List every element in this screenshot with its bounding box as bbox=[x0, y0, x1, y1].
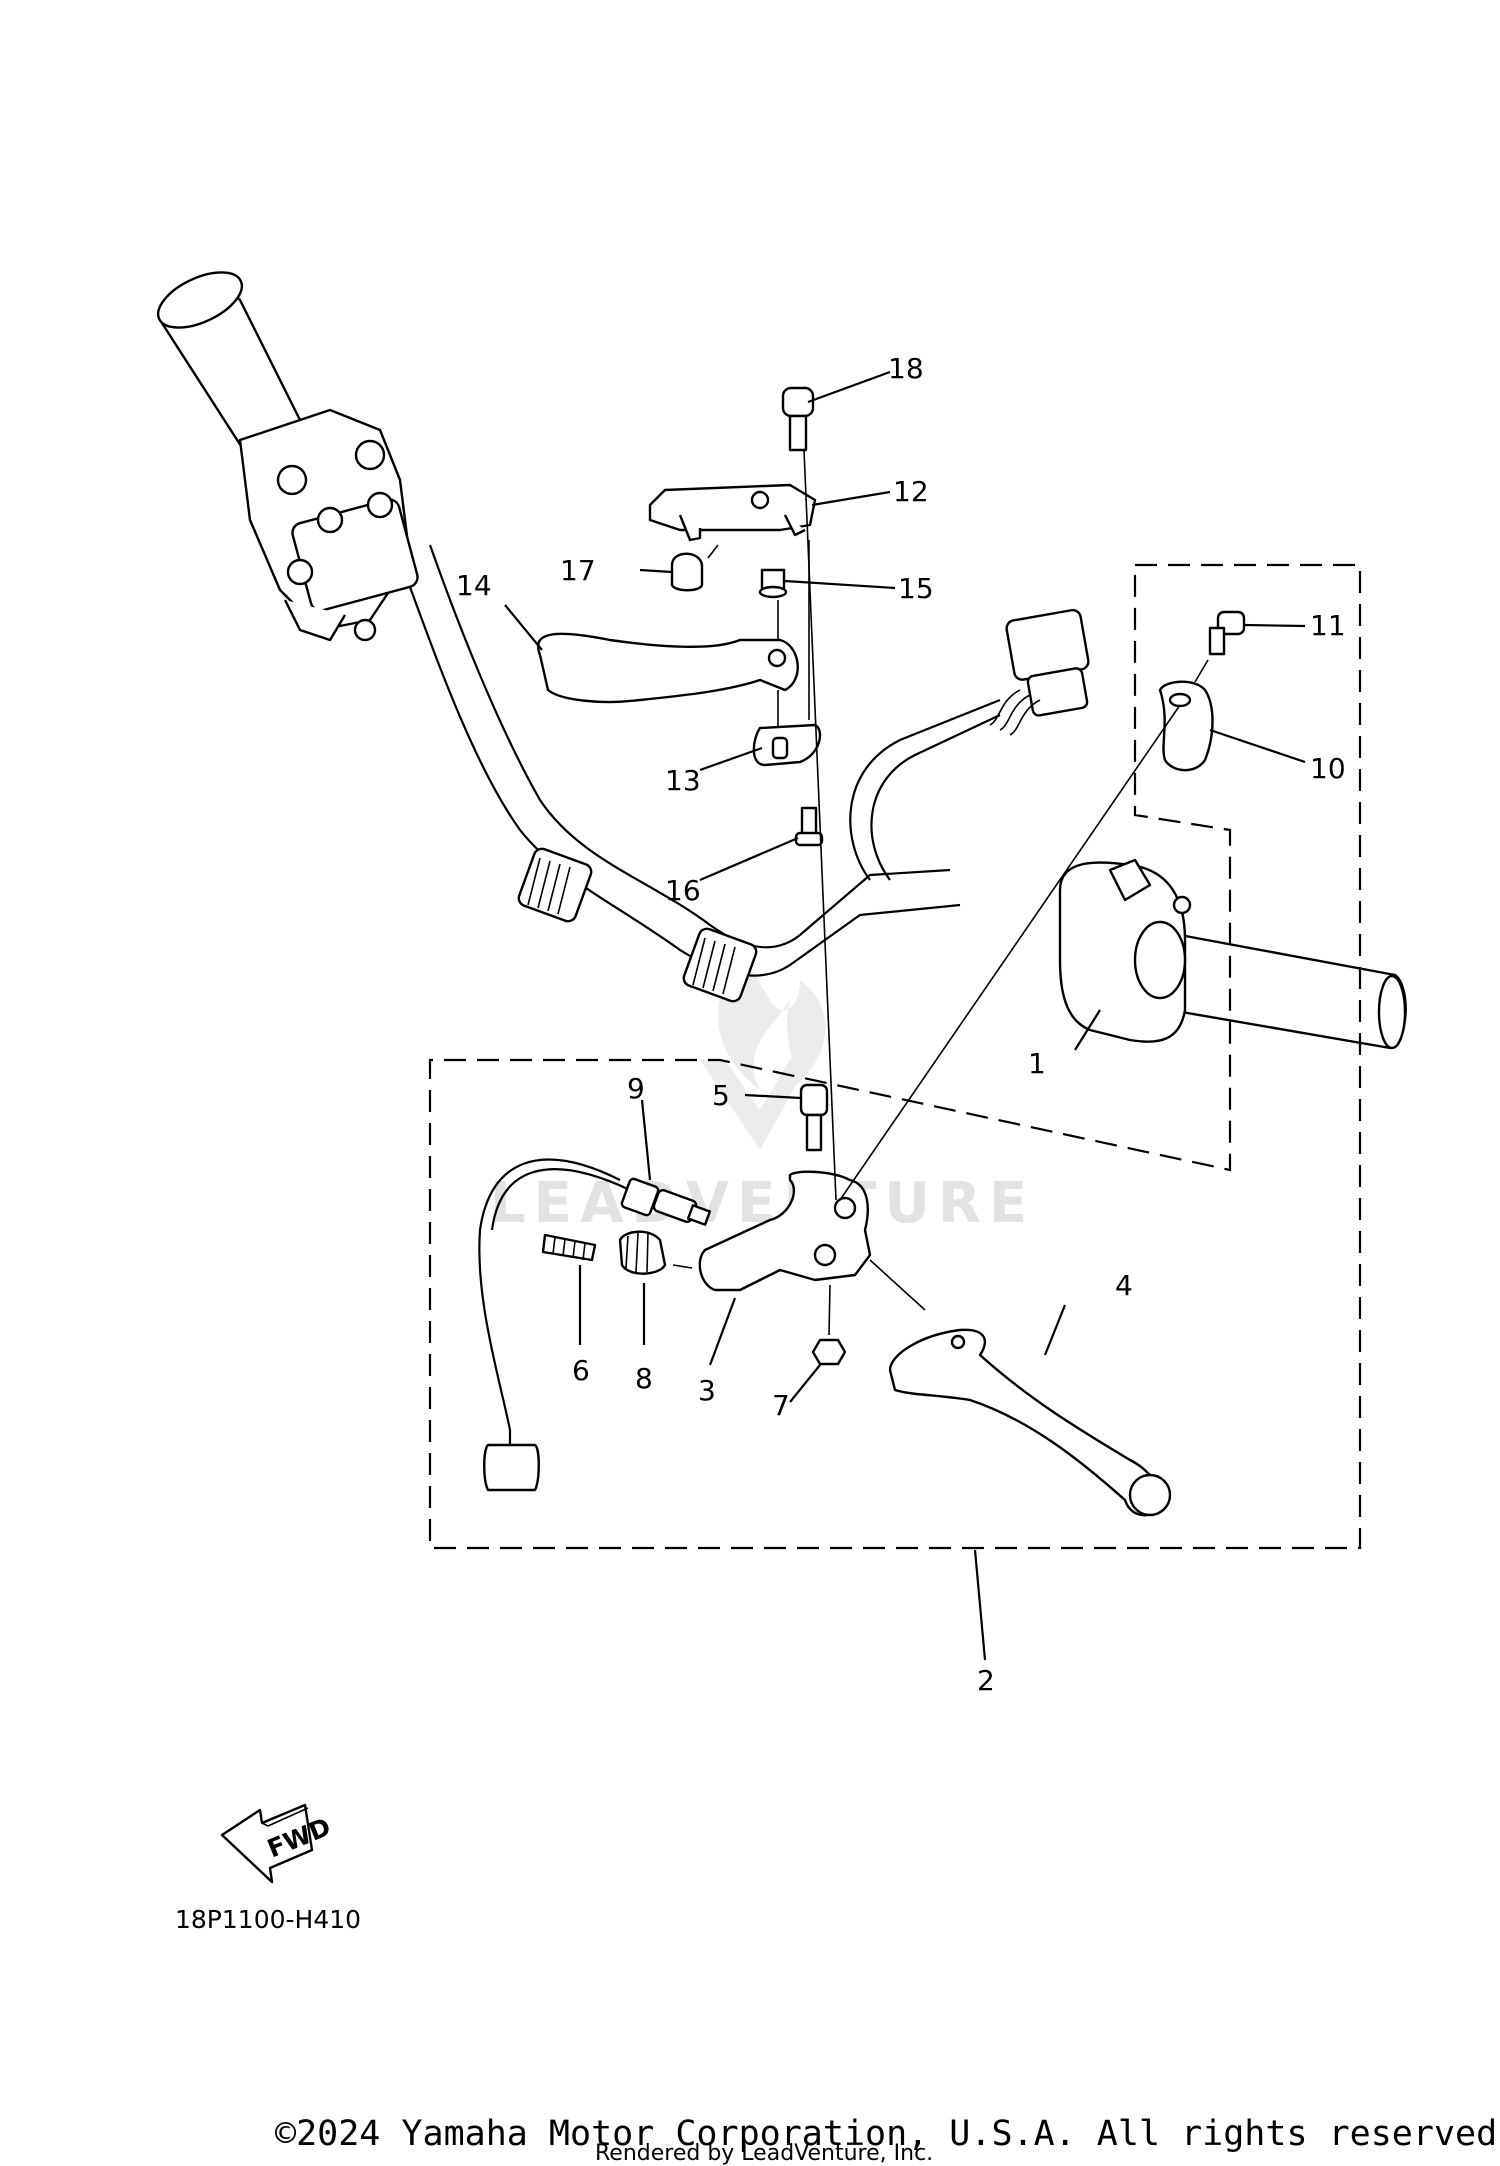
watermark: LEADVENTURE bbox=[490, 960, 1027, 1236]
fwd-arrow-icon: FWD bbox=[220, 1803, 335, 1884]
part-13-plate bbox=[752, 723, 822, 767]
part-15-pivot bbox=[758, 568, 788, 599]
part-7-nut bbox=[811, 1338, 847, 1366]
callout-3: 3 bbox=[698, 1374, 716, 1407]
callout-17: 17 bbox=[560, 554, 596, 587]
callout-15: 15 bbox=[898, 572, 934, 605]
part-8-locknut bbox=[618, 1230, 667, 1275]
callout-16: 16 bbox=[665, 874, 701, 907]
callout-9: 9 bbox=[627, 1072, 645, 1105]
left-grip-assembly bbox=[156, 271, 419, 642]
callout-6: 6 bbox=[572, 1354, 590, 1387]
dashed-boundaries bbox=[428, 563, 1362, 1550]
callout-8: 8 bbox=[635, 1362, 653, 1395]
part-11-screw bbox=[1208, 610, 1246, 656]
part-3-bracket bbox=[698, 1170, 872, 1292]
callout-10: 10 bbox=[1310, 752, 1346, 785]
rendered-by-text: Rendered by LeadVenture, Inc. bbox=[595, 2141, 933, 2166]
callout-7: 7 bbox=[772, 1389, 790, 1422]
part-5-bolt bbox=[799, 1083, 829, 1152]
callout-1: 1 bbox=[1028, 1047, 1046, 1080]
part-4-lever bbox=[888, 1328, 1172, 1517]
callout-5: 5 bbox=[712, 1079, 730, 1112]
callout-12: 12 bbox=[893, 475, 929, 508]
leader-lines bbox=[504, 370, 1306, 1661]
part-1-switch bbox=[849, 608, 1192, 1043]
connector-plug bbox=[483, 1443, 540, 1492]
callout-14: 14 bbox=[456, 569, 492, 602]
handlebar bbox=[398, 544, 1407, 1050]
diagram-code: 18P1100-H410 bbox=[175, 1905, 361, 1934]
callout-11: 11 bbox=[1310, 609, 1346, 642]
part-14-lever bbox=[537, 632, 799, 704]
part-16-screw bbox=[794, 806, 824, 847]
part-12-cover bbox=[648, 483, 817, 542]
part-6-switch bbox=[541, 1233, 597, 1262]
part-18-bolt bbox=[781, 386, 815, 452]
part-10-clamp bbox=[1158, 680, 1214, 772]
callout-13: 13 bbox=[665, 764, 701, 797]
callouts: 18 12 17 15 14 13 16 11 10 1 9 5 6 8 3 7… bbox=[456, 352, 1346, 1697]
part-17-cap bbox=[670, 552, 704, 592]
callout-4: 4 bbox=[1115, 1269, 1133, 1302]
copyright-text: ©2024 Yamaha Motor Corporation, U.S.A. A… bbox=[275, 2114, 1500, 2154]
callout-18: 18 bbox=[888, 352, 924, 385]
callout-2: 2 bbox=[977, 1664, 995, 1697]
part-9-adjuster bbox=[478, 1158, 712, 1455]
